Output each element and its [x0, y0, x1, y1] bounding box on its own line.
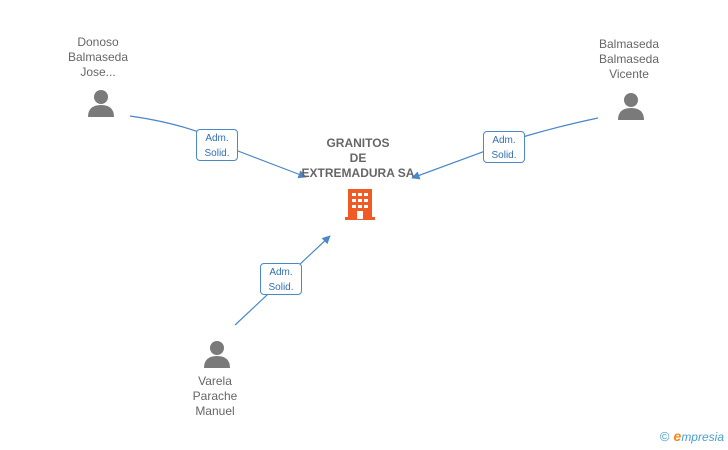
person-icon[interactable] [202, 339, 232, 369]
person-name-p1[interactable]: Donoso Balmaseda Jose... [67, 35, 129, 79]
person-icon[interactable] [86, 88, 116, 118]
edge-p2-company [411, 117, 599, 180]
person-name-p2[interactable]: Balmaseda Balmaseda Vicente [598, 37, 660, 81]
role-badge-p1[interactable]: Adm. Solid. [196, 129, 238, 161]
company-name[interactable]: GRANITOS DE EXTREMADURA SA [301, 136, 415, 180]
brand-text: mpresia [681, 430, 724, 444]
brand-logo: ©empresia [660, 428, 724, 444]
person-name-p3[interactable]: Varela Parache Manuel [192, 374, 238, 418]
copyright-symbol: © [659, 429, 670, 444]
person-icon[interactable] [616, 91, 646, 121]
role-badge-p3[interactable]: Adm. Solid. [260, 263, 302, 295]
brand-initial: e [673, 428, 682, 444]
building-icon[interactable] [344, 187, 376, 221]
role-badge-p2[interactable]: Adm. Solid. [483, 131, 525, 163]
